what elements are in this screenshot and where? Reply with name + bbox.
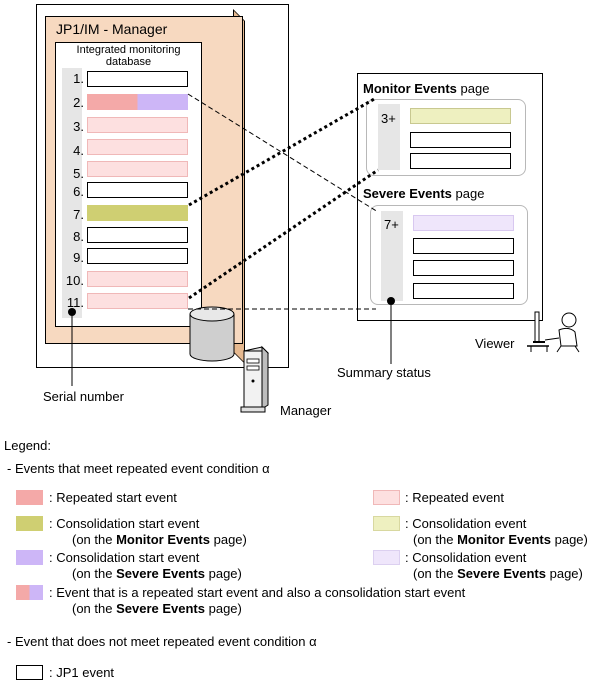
row-label: 1. (73, 71, 84, 86)
monitor-event-consolidation (410, 108, 511, 124)
legend-repeated-start: : Repeated start event (49, 490, 177, 505)
event-row-jp1 (87, 182, 188, 198)
legend-section-non-repeated: - Event that does not meet repeated even… (7, 634, 317, 649)
event-row-repeated (87, 293, 188, 309)
swatch-consolidation-severe (373, 550, 400, 565)
legend-consol-monitor-l2: (on the Monitor Events page) (413, 532, 588, 547)
event-row-consolidation-start-monitor (87, 205, 188, 221)
viewer-label: Viewer (475, 336, 515, 351)
manager-outer-frame (36, 4, 289, 368)
dotted-line-row11-to-monitor (188, 168, 379, 300)
row-label: 11. (66, 295, 84, 310)
severe-event-jp1 (413, 283, 514, 299)
viewer-user-icon (527, 311, 580, 353)
legend-repeated: : Repeated event (405, 490, 505, 505)
severe-events-page-title: Severe Events page (363, 186, 485, 201)
event-row-repeated-and-consolidation-start (87, 94, 188, 110)
swatch-repeated-start (16, 490, 43, 505)
connector-lines (71, 93, 392, 386)
event-row-repeated (87, 161, 188, 177)
row-label: 7. (73, 207, 84, 222)
severe-summary-column (381, 211, 403, 301)
swatch-consolidation-start-monitor (16, 516, 43, 531)
serial-number-dot (68, 308, 76, 316)
monitor-event-jp1 (410, 132, 511, 148)
legend-both-l2: (on the Severe Events page) (72, 601, 242, 616)
event-row-repeated (87, 117, 188, 133)
serial-number-label: Serial number (43, 389, 124, 404)
event-row-jp1 (87, 248, 188, 264)
severe-event-jp1 (413, 238, 514, 254)
legend-consol-start-monitor-l1: : Consolidation start event (49, 516, 200, 531)
swatch-repeated (373, 490, 400, 505)
legend-consol-start-monitor-l2: (on the Monitor Events page) (72, 532, 247, 547)
swatch-jp1-event (16, 665, 43, 680)
row-label: 3. (73, 119, 84, 134)
row-label: 9. (73, 250, 84, 265)
summary-status-dot (387, 297, 395, 305)
event-row-repeated (87, 271, 188, 287)
event-row-repeated (87, 139, 188, 155)
legend-consol-severe-l2: (on the Severe Events page) (413, 566, 583, 581)
event-row-jp1 (87, 227, 188, 243)
severe-summary-status: 7+ (384, 217, 399, 232)
severe-event-jp1 (413, 260, 514, 276)
legend-jp1-event: : JP1 event (49, 665, 115, 680)
monitor-summary-status: 3+ (381, 111, 396, 126)
dashed-line-row2-to-severe (187, 93, 379, 213)
monitor-summary-column (378, 104, 400, 170)
row-label: 4. (73, 143, 84, 158)
swatch-repeated-and-consolidation-start (16, 585, 43, 600)
manager-label: Manager (280, 403, 332, 418)
db-title-line1: Integrated monitoring (76, 44, 181, 56)
swatch-consolidation-start-severe (16, 550, 43, 565)
row-label: 5. (73, 166, 84, 181)
row-label: 2. (73, 95, 84, 110)
monitor-events-page-title: Monitor Events page (363, 81, 490, 96)
serial-number-column (62, 68, 82, 318)
legend-consol-severe-l1: : Consolidation event (405, 550, 527, 565)
legend-consol-start-severe-l2: (on the Severe Events page) (72, 566, 242, 581)
row-label: 10. (65, 273, 84, 288)
row-label: 8. (73, 229, 84, 244)
database-cylinder-icon (189, 306, 235, 362)
monitor-event-jp1 (410, 153, 511, 169)
legend-title: Legend: (4, 438, 51, 453)
severe-event-consolidation (413, 215, 514, 231)
manager-title: JP1/IM - Manager (56, 21, 168, 37)
legend-both-l1: : Event that is a repeated start event a… (49, 585, 466, 600)
row-label: 6. (73, 184, 84, 199)
swatch-consolidation-monitor (373, 516, 400, 531)
manager-server-icon (240, 345, 269, 413)
legend-section-repeated: - Events that meet repeated event condit… (7, 461, 270, 476)
legend-consol-monitor-l1: : Consolidation event (405, 516, 527, 531)
db-title-line2: database (105, 56, 152, 68)
event-row-jp1 (87, 71, 188, 87)
summary-status-label: Summary status (337, 365, 431, 380)
legend-consol-start-severe-l1: : Consolidation start event (49, 550, 200, 565)
